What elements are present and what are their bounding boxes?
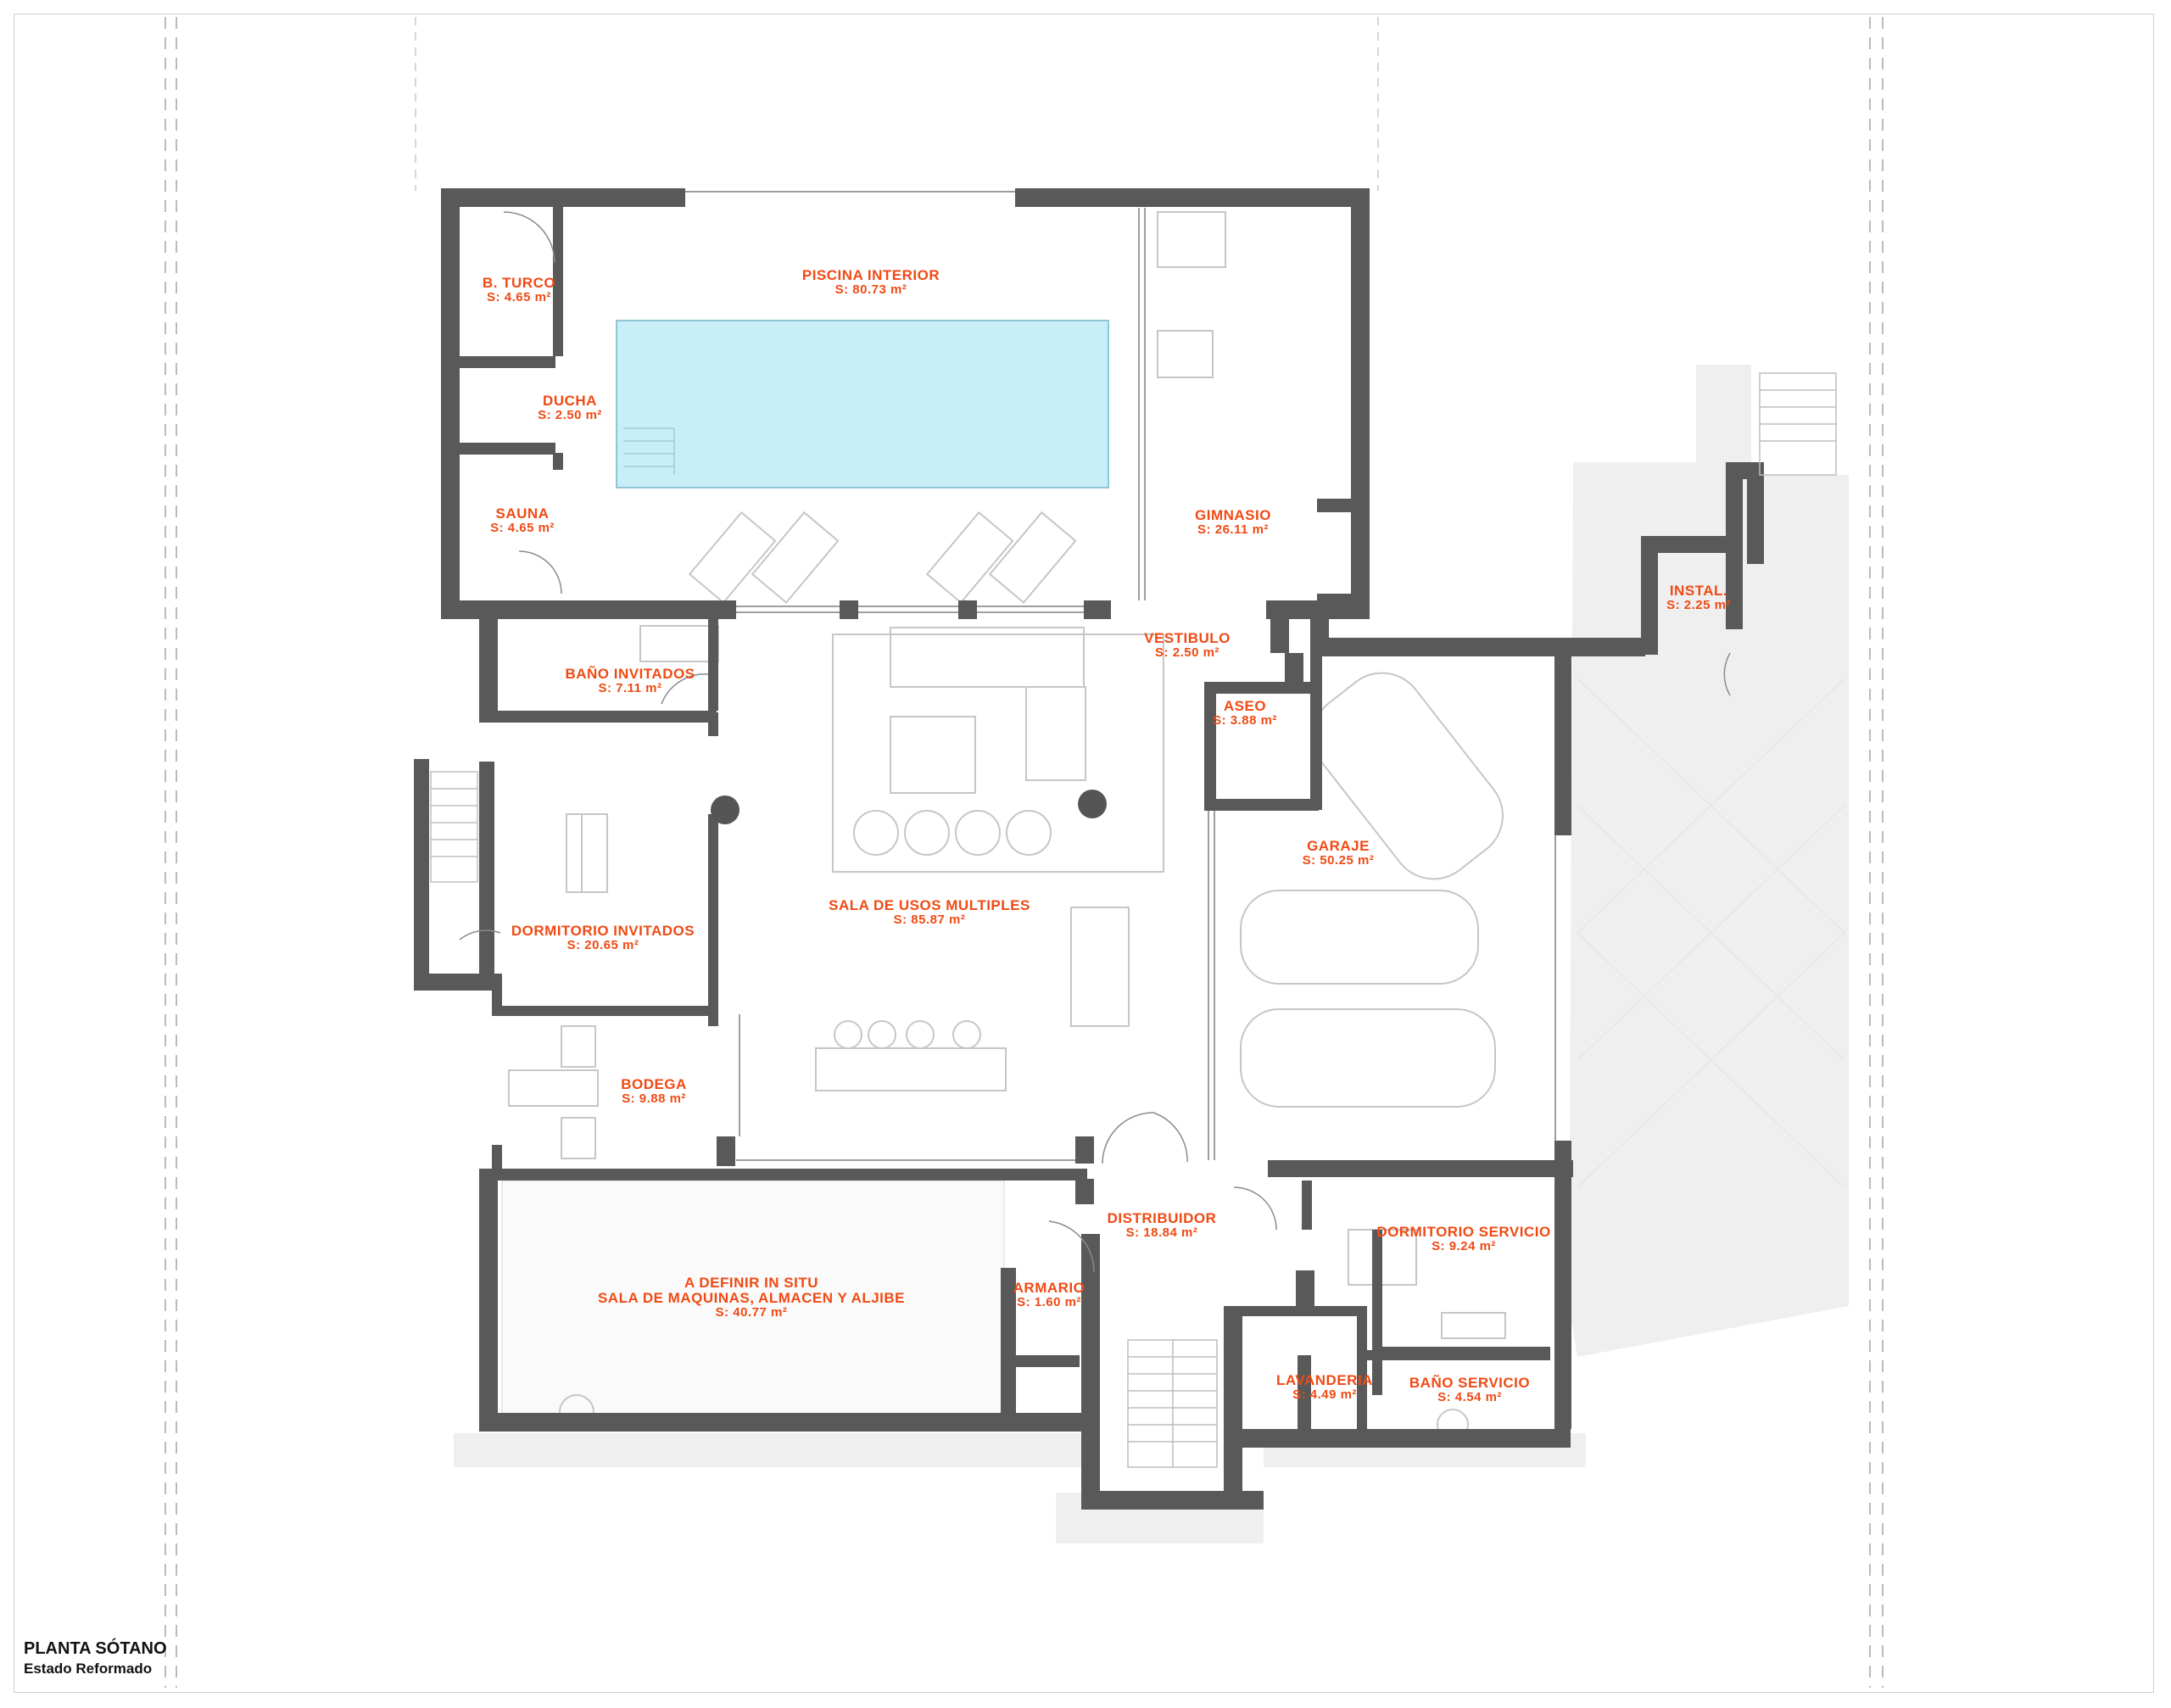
room-name: B. TURCO bbox=[482, 275, 556, 291]
terrain-hatch bbox=[1577, 678, 1845, 1188]
room-label-sauna: SAUNA S: 4.65 m² bbox=[490, 506, 555, 535]
room-area: S: 85.87 m² bbox=[893, 912, 966, 927]
room-name: DORMITORIO SERVICIO bbox=[1376, 1224, 1551, 1240]
room-name: ARMARIO bbox=[1013, 1280, 1086, 1296]
room-area: S: 2.50 m² bbox=[1155, 645, 1219, 660]
room-label-bodega: BODEGA S: 9.88 m² bbox=[621, 1077, 687, 1106]
storage-hatch bbox=[501, 1180, 1005, 1415]
room-label-b-turco: B. TURCO S: 4.65 m² bbox=[483, 276, 555, 304]
room-area: S: 80.73 m² bbox=[834, 282, 907, 297]
walls bbox=[414, 188, 1764, 1510]
room-area: S: 18.84 m² bbox=[1125, 1225, 1198, 1240]
room-name: LAVANDERIA bbox=[1276, 1372, 1373, 1388]
pool-water bbox=[616, 320, 1109, 488]
room-label-armario: ARMARIO S: 1.60 m² bbox=[1013, 1281, 1086, 1309]
room-area: S: 2.25 m² bbox=[1666, 597, 1731, 612]
drawing-subtitle: Estado Reformado bbox=[24, 1661, 153, 1677]
room-name: SAUNA bbox=[495, 505, 550, 522]
room-label-sala-usos: SALA DE USOS MULTIPLES S: 85.87 m² bbox=[829, 898, 1030, 927]
room-area: S: 4.54 m² bbox=[1437, 1389, 1502, 1404]
room-name: DISTRIBUIDOR bbox=[1107, 1210, 1217, 1226]
room-label-aseo: ASEO S: 3.88 m² bbox=[1213, 699, 1277, 728]
room-area: S: 20.65 m² bbox=[566, 937, 639, 952]
room-label-ducha: DUCHA S: 2.50 m² bbox=[538, 394, 602, 422]
room-name: DORMITORIO INVITADOS bbox=[511, 923, 695, 939]
room-label-instal: INSTAL. S: 2.25 m² bbox=[1666, 583, 1731, 612]
room-name: INSTAL. bbox=[1669, 583, 1728, 599]
room-label-gimnasio: GIMNASIO S: 26.11 m² bbox=[1195, 508, 1271, 537]
drawing-title: PLANTA SÓTANO bbox=[24, 1639, 167, 1658]
room-label-distribuidor: DISTRIBUIDOR S: 18.84 m² bbox=[1108, 1211, 1217, 1240]
room-area: S: 9.24 m² bbox=[1432, 1238, 1496, 1253]
room-area: S: 26.11 m² bbox=[1197, 522, 1269, 537]
stairs bbox=[430, 372, 1837, 1468]
room-area: S: 40.77 m² bbox=[715, 1304, 788, 1320]
room-label-vestibulo: VESTIBULO S: 2.50 m² bbox=[1144, 631, 1231, 660]
room-area: S: 50.25 m² bbox=[1302, 852, 1375, 868]
columns bbox=[711, 790, 1107, 824]
room-label-lavanderia: LAVANDERIA S: 4.49 m² bbox=[1276, 1373, 1373, 1402]
room-area: S: 3.88 m² bbox=[1213, 712, 1277, 728]
room-name: A DEFINIR IN SITU bbox=[684, 1275, 819, 1291]
room-label-dormitorio-servicio: DORMITORIO SERVICIO S: 9.24 m² bbox=[1376, 1225, 1550, 1253]
room-label-sala-maquinas: A DEFINIR IN SITU SALA DE MAQUINAS, ALMA… bbox=[598, 1275, 905, 1319]
room-label-bano-servicio: BAÑO SERVICIO S: 4.54 m² bbox=[1409, 1376, 1530, 1404]
room-area: S: 4.65 m² bbox=[490, 520, 555, 535]
title-block: PLANTA SÓTANO Estado Reformado bbox=[24, 1638, 167, 1677]
room-area: S: 1.60 m² bbox=[1017, 1294, 1081, 1309]
room-name-line-2: SALA DE MAQUINAS, ALMACEN Y ALJIBE bbox=[597, 1289, 906, 1306]
room-name: ASEO bbox=[1223, 698, 1267, 714]
drawing-frame bbox=[14, 14, 2154, 1693]
room-area: S: 2.50 m² bbox=[538, 407, 602, 422]
room-name: GARAJE bbox=[1307, 838, 1370, 854]
property-lines bbox=[165, 17, 1884, 1688]
glazing bbox=[684, 191, 1556, 1161]
room-label-garaje: GARAJE S: 50.25 m² bbox=[1303, 839, 1375, 868]
room-name: GIMNASIO bbox=[1195, 507, 1271, 523]
room-label-bano-invitados: BAÑO INVITADOS S: 7.11 m² bbox=[565, 667, 695, 695]
room-name: BODEGA bbox=[621, 1076, 687, 1092]
room-name: BAÑO SERVICIO bbox=[1409, 1375, 1531, 1391]
room-name: SALA DE USOS MULTIPLES bbox=[829, 897, 1030, 913]
pool-steps bbox=[623, 427, 675, 475]
room-name: VESTIBULO bbox=[1144, 630, 1231, 646]
room-area: S: 7.11 m² bbox=[598, 680, 662, 695]
room-name: DUCHA bbox=[543, 393, 597, 409]
doors bbox=[459, 211, 1731, 1273]
room-name: PISCINA INTERIOR bbox=[801, 267, 940, 283]
room-name: BAÑO INVITADOS bbox=[565, 666, 695, 682]
room-label-piscina: PISCINA INTERIOR S: 80.73 m² bbox=[802, 268, 940, 297]
room-area: S: 4.65 m² bbox=[487, 289, 551, 304]
room-label-dormitorio-invitados: DORMITORIO INVITADOS S: 20.65 m² bbox=[511, 924, 695, 952]
room-area: S: 4.49 m² bbox=[1292, 1387, 1357, 1402]
room-area: S: 9.88 m² bbox=[622, 1091, 686, 1106]
